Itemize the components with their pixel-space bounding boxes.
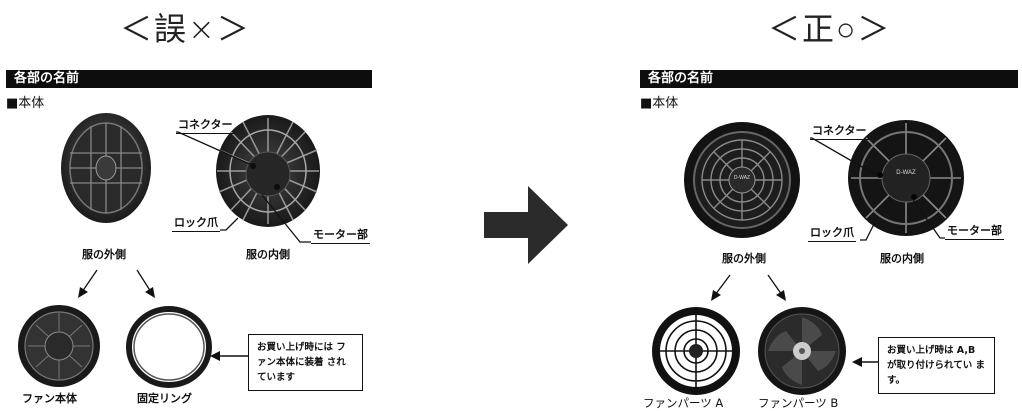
wrong-fan-inside-image <box>216 115 320 227</box>
right-lock-claw-label: ロック爪 <box>808 224 856 242</box>
right-logo-text: D-WAZ <box>734 175 750 181</box>
wrong-caption-inside: 服の内側 <box>246 248 290 261</box>
wrong-caption-fan-body: ファン本体 <box>22 392 77 405</box>
wrong-caption-ring: 固定リング <box>137 392 192 405</box>
wrong-note: お買い上げ時には ファン本体に装着 されています <box>248 334 363 391</box>
right-caption-fan-b: ファンパーツ B <box>758 396 839 410</box>
right-arrow-icon <box>484 186 568 264</box>
right-note: お買い上げ時は A,B が取り付けられてい ます。 <box>878 337 995 394</box>
wrong-section-bar: 各部の名前 <box>6 70 372 88</box>
right-fan-part-a-image <box>652 307 740 395</box>
wrong-caption-outside: 服の外側 <box>82 248 126 261</box>
right-subhead: ■本体 <box>640 96 679 111</box>
wrong-ring-image <box>126 306 212 388</box>
wrong-fan-outside-image <box>61 113 151 223</box>
right-caption-inside: 服の内側 <box>880 252 924 265</box>
right-inside-logo-text: D-WAZ <box>896 170 916 176</box>
wrong-subhead: ■本体 <box>6 96 45 111</box>
right-fan-part-b-image <box>758 307 846 395</box>
right-connector-label: コネクター <box>810 122 869 140</box>
right-section-bar: 各部の名前 <box>640 70 1018 88</box>
wrong-fan-body-image <box>18 305 100 387</box>
right-fan-inside-image: D-WAZ <box>848 120 964 236</box>
right-motor-label: モーター部 <box>945 222 1004 240</box>
right-fan-outside-image: D-WAZ <box>684 122 800 238</box>
right-caption-outside: 服の外側 <box>722 252 766 265</box>
wrong-connector-label: コネクター <box>176 116 235 134</box>
right-heading: ＜正○＞ <box>768 10 892 48</box>
wrong-heading: ＜誤×＞ <box>120 10 251 48</box>
wrong-lock-claw-label: ロック爪 <box>172 214 220 232</box>
right-caption-fan-a: ファンパーツ A <box>643 396 724 410</box>
wrong-motor-label: モーター部 <box>311 226 370 244</box>
